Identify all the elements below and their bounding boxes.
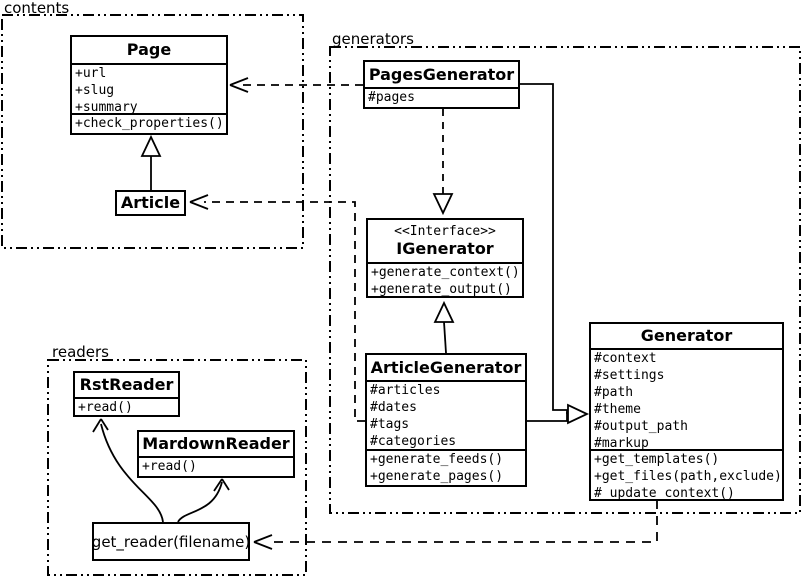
package-border-contents [1,14,304,249]
function-box-get-reader: get_reader(filename) [92,522,250,561]
attribute: #output_path [594,419,688,434]
method: +generate_context() [371,265,520,280]
attribute: +url [75,66,107,81]
attribute: #settings [594,368,665,383]
attribute: #markup [594,436,649,449]
class-attributes-pages-generator: #pages [365,87,518,107]
class-methods-generator: +get_templates() +get_files(path,exclude… [591,449,782,499]
class-box-mardown-reader: MardownReader +read() [137,430,295,478]
class-methods-page: +check_properties() [72,113,226,133]
class-title-igenerator: <<Interface>> IGenerator [368,220,522,262]
class-title-page: Page [126,40,172,59]
dependency-arrow-articlegenerator-to-article [189,194,365,422]
class-box-pages-generator: PagesGenerator #pages [363,60,520,109]
package-label-generators: generators [332,30,414,48]
class-box-generator: Generator #context #settings #path #them… [589,322,784,501]
attribute: #categories [370,434,457,449]
method: +generate_feeds() [370,452,504,467]
class-methods-mardown-reader: +read() [139,456,293,476]
method: +generate_pages() [370,469,504,484]
inheritance-arrow-articlegenerator-to-igenerator [433,300,455,354]
package-label-contents: contents [4,0,70,17]
method: +generate_output() [371,282,512,296]
class-methods-article-generator: +generate_feeds() +generate_pages() [367,449,525,485]
class-box-page: Page +url +slug +summary +check_properti… [70,35,228,135]
class-box-article: Article [115,190,186,216]
class-title-rst-reader: RstReader [79,375,174,394]
inheritance-arrow-generators-to-generator [520,83,590,425]
class-attributes-page: +url +slug +summary [72,63,226,113]
package-border-generators [329,46,801,514]
method: +get_templates() [594,452,720,467]
attribute: +summary [75,100,138,113]
class-methods-igenerator: +generate_context() +generate_output() [368,262,522,296]
class-attributes-article-generator: #articles #dates #tags #categories [367,380,525,449]
attribute: #path [594,385,634,400]
attribute: #articles [370,383,441,398]
attribute: +slug [75,83,115,98]
dependency-arrow-generator-to-getreader [253,500,658,550]
method: +read() [78,400,133,415]
method: #_update_context() [594,486,735,499]
class-attributes-generator: #context #settings #path #theme #output_… [591,348,782,449]
package-border-readers [47,359,307,576]
attribute: #tags [370,417,410,432]
class-title-pages-generator: PagesGenerator [368,64,515,84]
package-label-readers: readers [52,343,109,361]
method: +check_properties() [75,116,224,131]
interface-stereotype: <<Interface>> [394,224,496,239]
class-title-generator: Generator [640,326,733,345]
dependency-arrow-pagesgenerator-to-page [229,77,363,93]
method: +read() [142,459,197,474]
attribute: #theme [594,402,641,417]
method: +get_files(path,exclude) [594,469,782,484]
inheritance-arrow-article-to-page [140,134,162,190]
attribute: #dates [370,400,417,415]
realization-arrow-pagesgenerator-to-igenerator [432,109,454,216]
class-title-article-generator: ArticleGenerator [370,357,522,377]
class-title-article: Article [120,193,181,212]
class-title-mardown-reader: MardownReader [142,434,290,453]
class-methods-rst-reader: +read() [75,397,178,415]
class-box-rst-reader: RstReader +read() [73,371,180,417]
class-box-article-generator: ArticleGenerator #articles #dates #tags … [365,353,527,487]
curved-arrow-getreader-to-mardownreader [177,478,230,523]
class-box-igenerator: <<Interface>> IGenerator +generate_conte… [366,218,524,298]
attribute: #pages [368,90,415,105]
curved-arrow-getreader-to-rstreader [92,418,164,523]
attribute: #context [594,351,657,366]
class-name-igenerator: IGenerator [396,239,494,258]
